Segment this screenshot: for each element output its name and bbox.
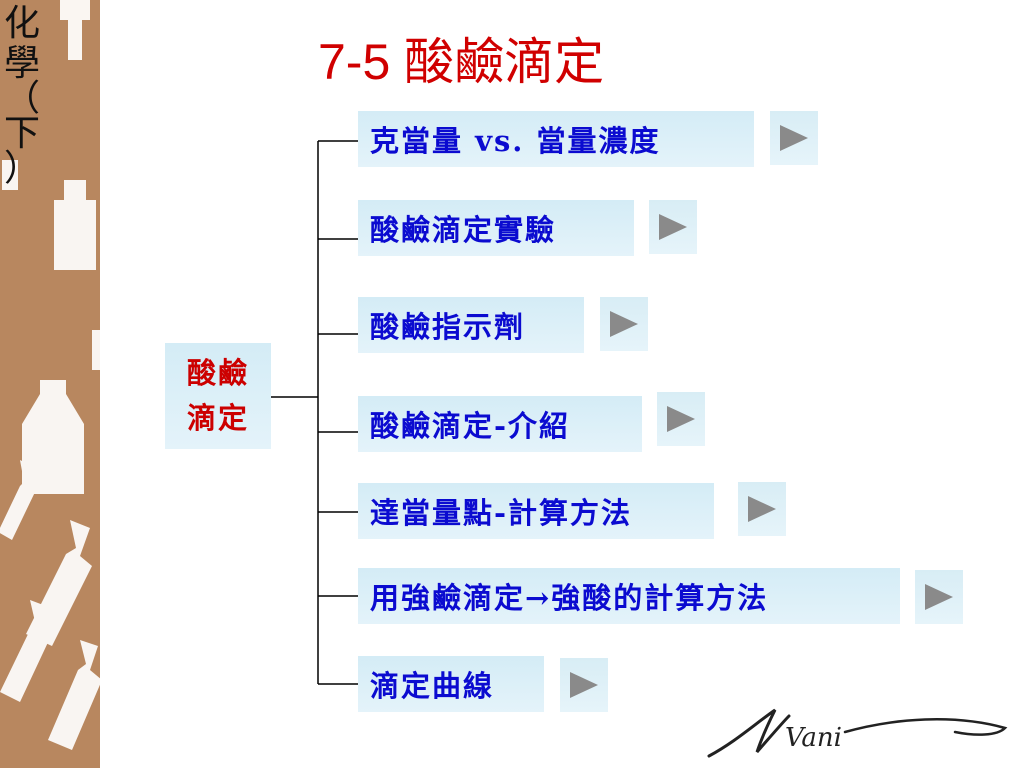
topic-link[interactable]: 克當量 vs. 當量濃度 (358, 111, 754, 167)
sidebar-title-char: （ (3, 78, 40, 119)
center-node: 酸鹼 滴定 (165, 343, 271, 449)
sidebar-title: 化 學 （ 下 ） (2, 3, 42, 189)
play-button[interactable] (649, 200, 697, 254)
topic-link[interactable]: 酸鹼滴定實驗 (358, 200, 634, 256)
sidebar-title-char: ） (3, 148, 40, 189)
topic-label: 酸鹼滴定實驗 (370, 213, 557, 247)
play-arrow-icon (748, 496, 776, 522)
play-button[interactable] (738, 482, 786, 536)
topic-label: 用強鹼滴定→強酸的計算方法 (370, 581, 769, 615)
play-button[interactable] (600, 297, 648, 351)
topic-link[interactable]: 酸鹼滴定-介紹 (358, 396, 642, 452)
sidebar-title-char: 下 (3, 113, 40, 154)
topic-link[interactable]: 達當量點-計算方法 (358, 483, 714, 539)
play-button[interactable] (657, 392, 705, 446)
sidebar-decoration: 化 學 （ 下 ） (0, 0, 110, 768)
play-button[interactable] (770, 111, 818, 165)
play-arrow-icon (780, 125, 808, 151)
slide-title: 7-5 酸鹼滴定 (318, 22, 604, 94)
signature-logo: Vani (707, 708, 1008, 758)
topic-link[interactable]: 酸鹼指示劑 (358, 297, 584, 353)
sidebar-title-char: 化 (3, 3, 40, 44)
slide-title-number: 7-5 (318, 34, 391, 90)
topic-label: 滴定曲線 (370, 669, 495, 703)
center-node-line: 酸鹼 (186, 356, 249, 390)
topic-link[interactable]: 用強鹼滴定→強酸的計算方法 (358, 568, 900, 624)
slide-title-text: 酸鹼滴定 (404, 33, 605, 91)
play-arrow-icon (925, 584, 953, 610)
play-button[interactable] (915, 570, 963, 624)
sidebar-title-char: 學 (3, 43, 40, 84)
bottle-pattern-background (0, 0, 110, 768)
play-arrow-icon (610, 311, 638, 337)
center-node-line: 滴定 (186, 401, 249, 435)
topic-label: 酸鹼滴定-介紹 (370, 409, 571, 443)
signature-logo-text: Vani (785, 723, 842, 753)
play-arrow-icon (667, 406, 695, 432)
topic-label: 達當量點-計算方法 (370, 496, 633, 530)
topic-link[interactable]: 滴定曲線 (358, 656, 544, 712)
topic-label: 酸鹼指示劑 (370, 310, 526, 344)
topic-label: 克當量 vs. 當量濃度 (370, 124, 661, 158)
play-arrow-icon (659, 214, 687, 240)
play-button[interactable] (560, 658, 608, 712)
play-arrow-icon (570, 672, 598, 698)
